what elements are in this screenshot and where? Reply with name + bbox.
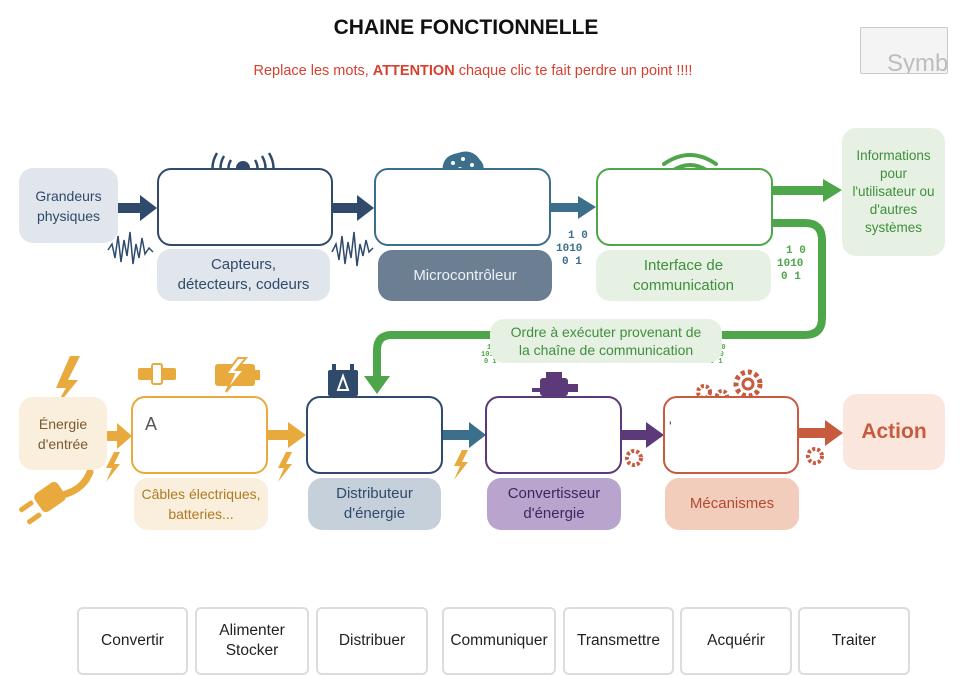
svg-text:1010: 1010 [481,351,498,359]
instruction-part: Replace les mots, [253,63,373,79]
input-label: Grandeurs physiques [35,187,102,224]
label-convertisseur: Convertisseur d'énergie [487,478,621,530]
input-label: Énergie d'entrée [37,415,89,452]
arrow-mechanisms-to-action [799,420,843,446]
drop-zone-convertir[interactable] [485,396,622,474]
word-transmettre-button[interactable]: Transmettre [563,607,674,675]
arrow-cables-to-distributor [268,422,306,448]
input-energie-entree: Énergie d'entrée [19,397,107,470]
label-microcontroleur: Microcontrôleur [378,250,552,301]
order-text: Ordre à exécuter provenant de la chaîne … [510,324,702,358]
word-acquerir-button[interactable]: Acquérir [680,607,792,675]
signal-wave-icon [107,231,154,265]
output-informations: Informations pour l'utilisateur ou d'aut… [842,128,945,256]
signal-wave-icon [331,231,374,267]
order-return-arrowhead [364,376,390,394]
arrow-converter-to-mechanisms [622,422,664,448]
block-label: Capteurs, détecteurs, codeurs [177,256,310,293]
drop-zone-acquerir[interactable] [157,168,333,246]
block-label: Interface de communication [633,256,734,294]
arrow-interface-to-output [773,179,842,202]
lightning-icon [106,452,120,482]
motor-icon [532,372,578,396]
page-title: CHAINE FONCTIONNELLE [333,16,599,39]
label-capteurs: Capteurs, détecteurs, codeurs [157,249,330,301]
svg-text:0 1: 0 1 [781,271,801,283]
drop-zone-communiquer[interactable] [596,168,773,246]
block-label: Distributeur d'énergie [336,485,413,522]
word-convertir-button[interactable]: Convertir [77,607,188,675]
order-label: Ordre à exécuter provenant de la chaîne … [490,319,722,363]
label-cables-batteries: Câbles électriques, batteries... [134,478,268,530]
drop-zone-alimenter[interactable]: A [131,396,268,474]
label-distributeur: Distributeur d'énergie [308,478,441,530]
output-label: Action [861,420,927,443]
svg-text:0 1: 0 1 [484,358,497,366]
block-label: Câbles électriques, batteries... [141,486,261,522]
block-label: Microcontrôleur [413,266,517,284]
stray-text: ' [669,418,672,434]
word-distribuer-button[interactable]: Distribuer [316,607,428,675]
output-action: Action [843,394,945,470]
lightning-icon [278,452,292,482]
word-alimenter-stocker-button[interactable]: Alimenter Stocker [195,607,309,675]
arrow-capteurs-to-micro [333,195,374,221]
lightning-icon [454,450,468,480]
drop-zone-distribuer[interactable] [306,396,443,474]
drop-zone-transmettre[interactable]: ' [663,396,799,474]
svg-text:0 1: 0 1 [562,256,582,268]
output-label: Informations pour l'utilisateur ou d'aut… [852,148,935,235]
svg-text:1 0: 1 0 [786,245,806,257]
lightning-icon [52,356,80,412]
arrow-energy-input [107,423,132,449]
input-grandeurs-physiques: Grandeurs physiques [19,168,118,243]
svg-text:1010: 1010 [777,258,803,270]
distributor-box-icon [328,364,358,396]
block-label: Mécanismes [689,495,775,512]
word-traiter-button[interactable]: Traiter [798,607,910,675]
block-label: Convertisseur d'énergie [507,485,601,522]
order-return-path [373,219,826,378]
svg-text:0 1: 0 1 [710,358,723,366]
arrow-distributor-to-converter [443,422,486,448]
instruction-warning: ATTENTION [372,63,455,79]
label-mecanismes: Mécanismes [665,478,799,530]
word-communiquer-button[interactable]: Communiquer [442,607,556,675]
symbols-button[interactable]: Symb [860,27,948,74]
stray-text: A [145,414,158,434]
instruction-text: Replace les mots, ATTENTION chaque clic … [0,63,946,79]
drop-zone-traiter[interactable] [374,168,551,246]
svg-text:1 0: 1 0 [568,230,588,242]
arrow-input-to-capteurs [118,195,157,221]
arrow-micro-to-interface [551,196,596,219]
battery-cable-icon [138,357,260,393]
instruction-part: chaque clic te fait perdre un point !!!! [454,63,693,79]
plug-icon [19,468,94,525]
svg-text:1010: 1010 [556,243,582,255]
label-interface-communication: Interface de communication [596,250,771,301]
